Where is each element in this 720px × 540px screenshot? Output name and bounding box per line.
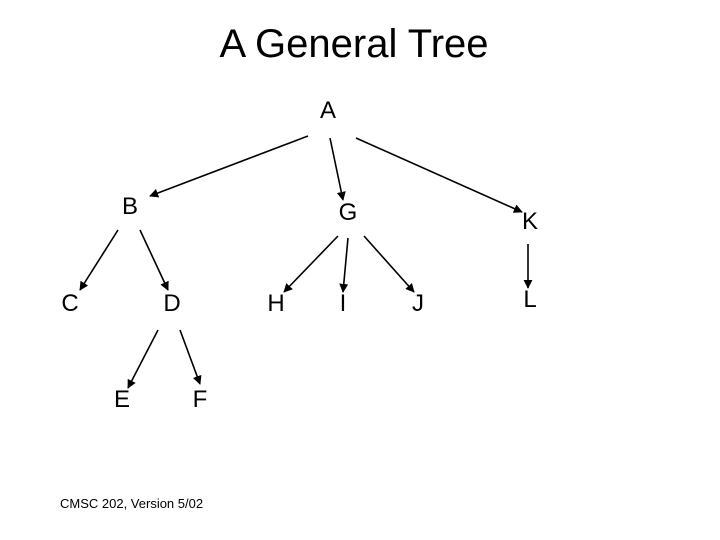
edge-b-c-arrow: [79, 229, 119, 291]
tree-node-e: E: [114, 386, 130, 413]
tree-node-d: D: [163, 290, 180, 317]
edge-a-b-arrow: [149, 135, 309, 198]
tree-node-a: A: [320, 97, 336, 124]
tree-node-c: C: [61, 290, 78, 317]
footer-text: CMSC 202, Version 5/02: [60, 496, 204, 511]
tree-node-i: I: [340, 290, 347, 317]
edge-b-d-arrow: [139, 229, 169, 291]
edge-g-h-arrow: [283, 235, 339, 293]
tree-node-g: G: [339, 199, 358, 226]
tree-node-b: B: [122, 193, 138, 220]
tree-node-f: F: [193, 386, 208, 413]
edge-a-k-arrow: [355, 137, 523, 213]
edge-a-g-arrow: [329, 137, 346, 201]
slide-title: A General Tree: [219, 22, 489, 66]
tree-node-l: L: [523, 286, 536, 313]
edge-d-e-arrow: [127, 329, 159, 389]
edge-g-i-arrow: [339, 237, 349, 293]
tree-node-h: H: [267, 290, 284, 317]
edge-d-f-arrow: [179, 329, 202, 385]
tree-node-k: K: [522, 208, 538, 235]
tree-node-j: J: [412, 290, 424, 317]
edge-g-j-arrow: [363, 235, 415, 293]
